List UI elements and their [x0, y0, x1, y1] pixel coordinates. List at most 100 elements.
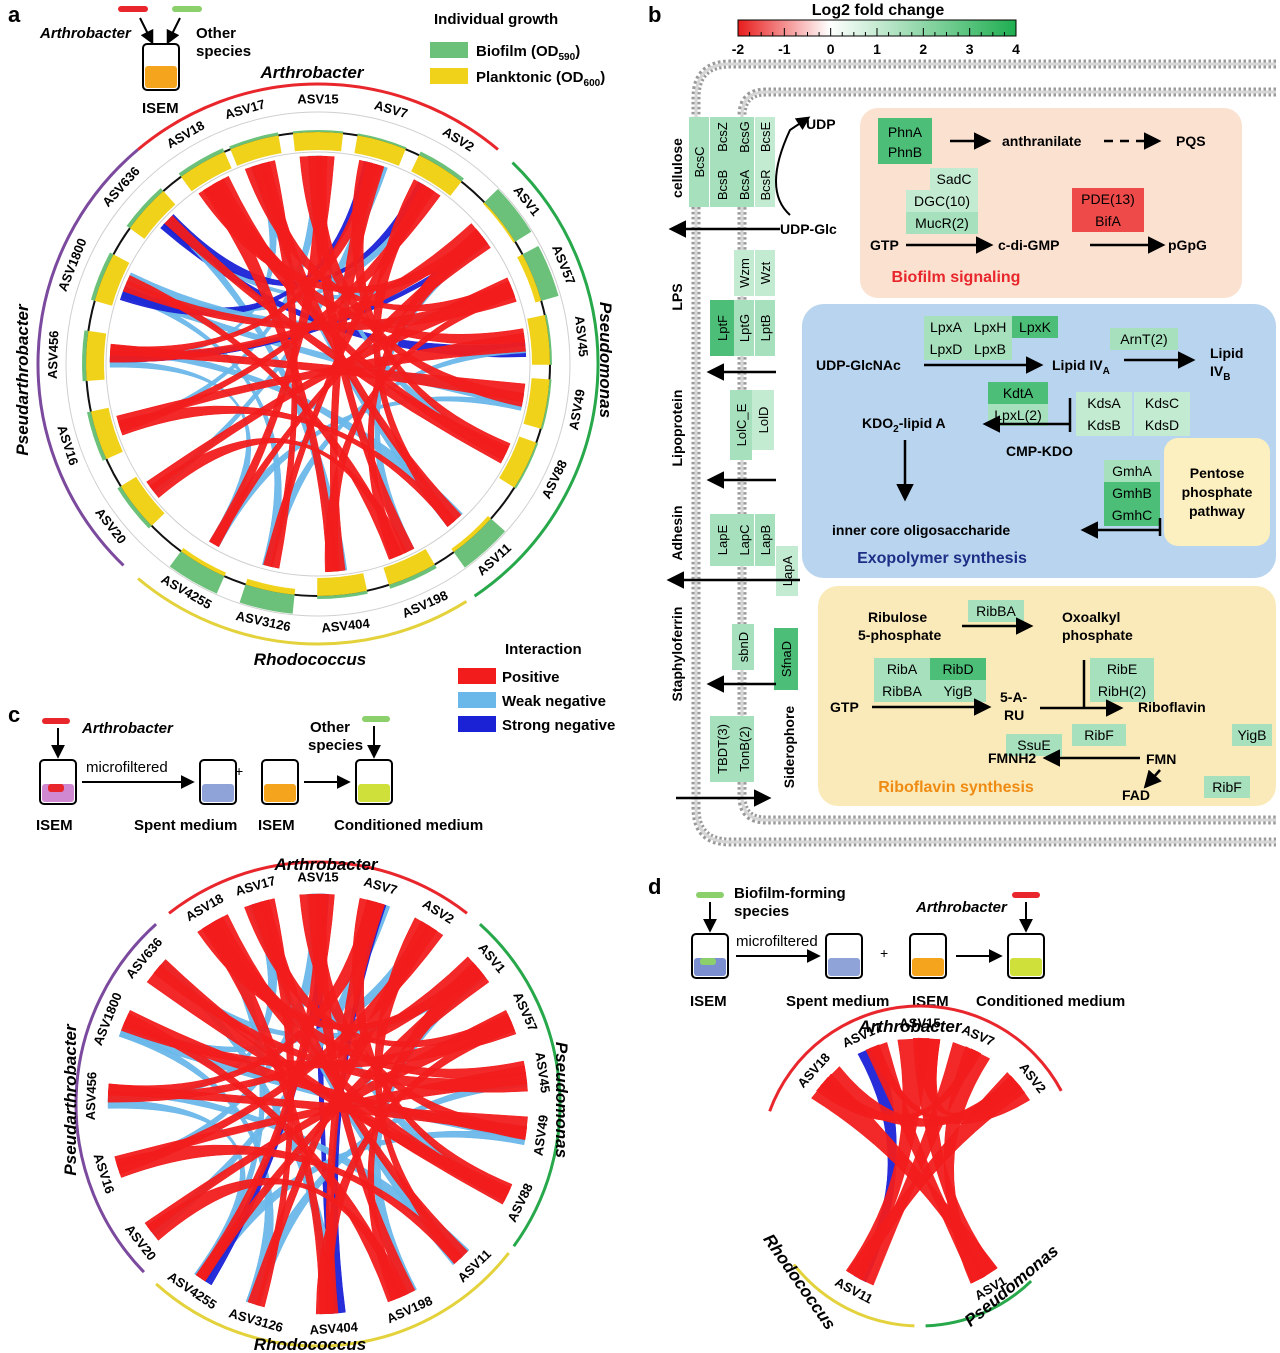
node-label: ASV7: [960, 1022, 997, 1050]
isem-label: ISEM: [142, 100, 179, 117]
planktonic-legend-label: Planktonic (OD600): [476, 69, 605, 89]
bar-inner-track: [105, 151, 531, 577]
growth-bar: [317, 590, 368, 599]
growth-legend-title: Individual growth: [434, 11, 558, 28]
growth-bar: [388, 564, 437, 589]
conditioned-medium-label-c: Conditioned medium: [334, 817, 483, 834]
gene-label-lptg: LptG: [737, 314, 752, 342]
membrane-core: [694, 62, 1276, 844]
oxoalkyl-label-2: phosphate: [1062, 627, 1133, 643]
udp-label: UDP: [806, 116, 836, 132]
gene-label-lpxd: LpxD: [930, 341, 963, 357]
positive-legend-label: Positive: [502, 669, 560, 686]
interaction-chord: [260, 160, 298, 569]
gene-label-bcsb: BcsB: [715, 170, 730, 200]
udp-glcnac-label: UDP-GlcNAc: [816, 357, 901, 373]
interaction-chord: [146, 1177, 409, 1299]
growth-bar: [229, 132, 279, 150]
fmnh2-label: FMNH2: [988, 750, 1036, 766]
gene-label-tbdt: TBDT(3): [715, 724, 730, 774]
microfiltered-label-d: microfiltered: [736, 933, 818, 950]
interaction-chord: [109, 343, 526, 403]
growth-bar: [129, 191, 176, 239]
gene-label-ribba-1: RibBA: [976, 603, 1016, 619]
gene-label-mucr: MucR(2): [915, 215, 969, 231]
node-label: ASV16: [91, 1152, 118, 1196]
arthrobacter-label-c: Arthrobacter: [81, 720, 174, 737]
pentose-label-1: Pentose: [1190, 465, 1245, 481]
biofilm-swatch: [430, 42, 468, 58]
medium-fill: [145, 66, 177, 88]
group-arc-arthrobacter: [137, 82, 499, 151]
pgpg-label: pGpG: [1168, 237, 1207, 253]
interaction-chord: [122, 1009, 527, 1139]
panel-label-c: c: [8, 702, 20, 727]
group-label-pseudomonas-a: Pseudomonas: [596, 302, 615, 418]
growth-bar: [178, 148, 225, 177]
gene-label-bcsr: BcsR: [758, 169, 773, 200]
node-label: ASV404: [309, 1319, 359, 1337]
group-arc-pseudomonas: [925, 1280, 1033, 1328]
gene-label-gmha: GmhA: [1112, 463, 1152, 479]
growth-bar: [383, 548, 435, 585]
gene-label-lpxh: LpxH: [974, 319, 1007, 335]
node-label: ASV636: [99, 164, 143, 210]
group-label-pseudarthrobacter-a: Pseudarthrobacter: [13, 303, 32, 456]
gene-label-lpxb: LpxB: [974, 341, 1006, 357]
group-arc-pseudomonas: [473, 161, 600, 598]
growth-bar: [514, 442, 539, 489]
ribulose-label-2: 5-phosphate: [858, 627, 941, 643]
arthrobacter-strain-icon-c: [42, 718, 70, 724]
gene-label-gmhb: GmhB: [1112, 485, 1152, 501]
ribulose-label-1: Ribulose: [868, 609, 927, 625]
riboflavin-label: Riboflavin: [1138, 699, 1206, 715]
gene-label-lapa: LapA: [780, 555, 795, 586]
gene-label-bcsz: BcsZ: [715, 122, 730, 152]
gene-label-sadc: SadC: [936, 171, 971, 187]
gene-label-ribf-2: RibF: [1212, 779, 1242, 795]
lps-label: LPS: [669, 283, 685, 310]
node-label: ASV45: [572, 315, 591, 358]
gene-label-ssue: SsuE: [1017, 737, 1050, 753]
udp-glc-label: UDP-Glc: [780, 221, 837, 237]
growth-bar: [317, 573, 368, 596]
gene-box-dgc: [906, 190, 978, 212]
gene-box-lolc: [730, 390, 752, 460]
aru-label-2: RU: [1004, 707, 1024, 723]
siderophore-label: Siderophore: [781, 706, 797, 789]
conditioned-medium-label-d: Conditioned medium: [976, 993, 1125, 1010]
gene-label-bcsa: BcsA: [737, 170, 752, 201]
gene-box-lptf: [710, 300, 734, 356]
gene-box-lapa: [776, 546, 798, 596]
gene-box-wzt: [755, 250, 775, 296]
group-label-arthrobacter-c: Arthrobacter: [274, 855, 379, 874]
gene-box-bcsb-bcsz: [710, 117, 734, 207]
gene-label-kdsc: KdsC: [1145, 395, 1179, 411]
weak-negative-swatch: [458, 692, 496, 708]
growth-bar: [245, 578, 296, 595]
growth-bar: [517, 254, 542, 303]
gene-box-lape: [710, 514, 734, 566]
gene-box-lold: [752, 390, 774, 450]
group-arc-pseudomonas: [478, 923, 562, 1248]
growth-bar: [230, 135, 282, 166]
node-label: ASV7: [373, 97, 410, 121]
node-label: ASV45: [533, 1051, 554, 1094]
exopolymer-synthesis-box: LpxA LpxH LpxK LpxD LpxB ArnT(2) UDP-Glc…: [802, 304, 1276, 578]
interaction-legend: Interaction Positive Weak negative Stron…: [458, 641, 615, 734]
gene-box-tonb: [734, 716, 754, 782]
scale-tick-label: 0: [827, 41, 835, 57]
pentose-pathway-box: [1164, 438, 1270, 546]
gene-box-tbdt: [710, 716, 734, 782]
gene-box-bcsc: [689, 117, 709, 207]
growth-bar: [418, 151, 464, 182]
microfiltered-label-c: microfiltered: [86, 759, 168, 776]
growth-bar: [482, 202, 516, 243]
gene-box-lptb: [755, 300, 775, 356]
gene-box-sbnd: [732, 624, 754, 670]
interaction-chord: [115, 1144, 463, 1265]
